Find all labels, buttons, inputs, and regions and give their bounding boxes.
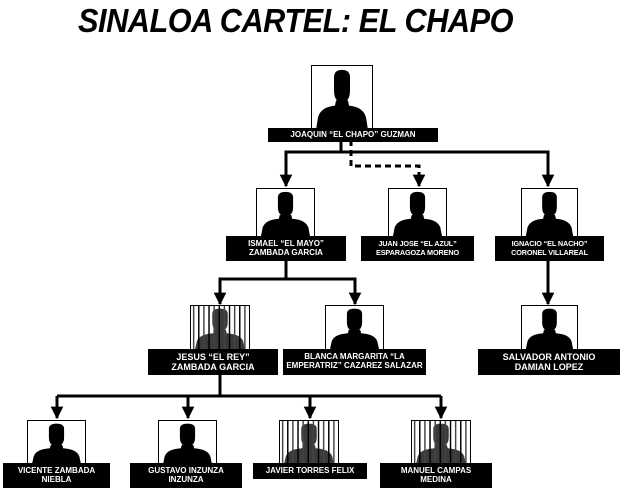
jail-bar [228, 306, 231, 350]
silhouette-icon [192, 306, 246, 350]
label-azul: JUAN JOSE “EL AZUL”ESPARAGOZA MORENO [361, 236, 474, 261]
label-line: VICENTE ZAMBADA [17, 465, 96, 475]
label-rey: JESUS “EL REY”ZAMBADA GARCIA [148, 349, 278, 375]
silhouette-icon [329, 308, 380, 350]
jail-bar [302, 421, 304, 465]
label-chapo: JOAQUIN “EL CHAPO” GUZMAN [268, 128, 438, 142]
label-line: ZAMBADA GARCIA [249, 247, 323, 257]
jail-bar [213, 306, 215, 350]
label-line: EMPERATRIZ” CAZAREZ SALAZAR [286, 361, 423, 370]
jail-bar [322, 421, 325, 465]
jail-bar [239, 306, 241, 350]
label-line: CORONEL VILLAREAL [511, 247, 588, 257]
jail-bar [281, 421, 284, 465]
photo-nacho [521, 188, 578, 238]
jail-bar [413, 421, 416, 465]
jail-bar [192, 306, 195, 350]
photo-manuel [411, 420, 471, 466]
jail-bar [424, 421, 426, 465]
photo-mayo [256, 188, 315, 238]
silhouette-icon [316, 69, 368, 130]
jail-bar [223, 306, 226, 350]
label-line: ZAMBADA GARCIA [171, 362, 255, 372]
label-javier: JAVIER TORRES FELIX [253, 463, 367, 479]
edge-mayo-blanca [286, 277, 362, 306]
label-line: DAMIAN LOPEZ [514, 362, 584, 372]
label-line: ISMAEL “EL MAYO” [248, 238, 324, 248]
jail-bar [317, 421, 320, 465]
jail-bar [307, 421, 309, 465]
silhouette-icon [525, 191, 574, 237]
silhouette-icon [162, 423, 213, 465]
label-line: JOAQUIN “EL CHAPO” GUZMAN [290, 129, 416, 139]
silhouette-icon [260, 191, 311, 237]
edge-mayo-rey [213, 261, 288, 306]
jail-bar [292, 421, 294, 465]
photo-blanca [325, 305, 384, 351]
jail-bar [203, 306, 205, 350]
label-line: IGNACIO “EL NACHO” [511, 239, 588, 249]
photo-javier [279, 420, 339, 466]
edge-chapo-mayo [279, 140, 343, 188]
label-line: MANUEL CAMPAS [400, 465, 472, 475]
jail-bar [208, 306, 210, 350]
label-line: JESUS “EL REY” [176, 351, 250, 362]
jail-bar [333, 421, 335, 465]
jail-bar [419, 421, 421, 465]
jail-bar [233, 306, 236, 350]
jail-bar [465, 421, 467, 465]
jail-bar [218, 306, 220, 350]
jail-bar [198, 306, 200, 350]
label-line: ESPARAGOZA MORENO [376, 247, 459, 257]
edge-rey-children [57, 374, 441, 398]
silhouette-icon [281, 421, 335, 465]
label-line: BLANCA MARGARITA “LA [304, 352, 405, 362]
jail-bar [297, 421, 299, 465]
label-nacho: IGNACIO “EL NACHO”CORONEL VILLAREAL [495, 236, 604, 261]
silhouette-icon [525, 308, 574, 350]
jail-bar [454, 421, 457, 465]
jail-bar [434, 421, 436, 465]
jail-bar [312, 421, 315, 465]
jail-bar [444, 421, 447, 465]
jail-bar [287, 421, 289, 465]
label-line: INZUNZA [168, 474, 204, 484]
jail-bar [429, 421, 431, 465]
jail-bar [460, 421, 462, 465]
label-line: GUSTAVO INZUNZA [148, 465, 224, 475]
label-line: JAVIER TORRES FELIX [265, 465, 355, 475]
photo-vicente [27, 420, 86, 466]
diagram-title: SINALOA CARTEL: EL CHAPO [78, 2, 514, 39]
jail-bar [328, 421, 330, 465]
label-line: NIEBLA [41, 474, 72, 484]
label-line: SALVADOR ANTONIO [502, 351, 596, 362]
jail-bar [439, 421, 441, 465]
edge-chapo-nacho [339, 140, 555, 188]
jail-bar [449, 421, 452, 465]
photo-salvador [521, 305, 578, 351]
silhouette-icon [392, 191, 443, 237]
silhouette-icon [413, 421, 467, 465]
label-mayo: ISMAEL “EL MAYO”ZAMBADA GARCIA [226, 236, 346, 261]
label-line: JUAN JOSE “EL AZUL” [378, 239, 457, 249]
photo-chapo [311, 65, 373, 131]
photo-azul [388, 188, 447, 238]
edge-chapo-azul [349, 140, 426, 188]
photo-gustavo [158, 420, 217, 466]
photo-rey [190, 305, 250, 351]
silhouette-icon [31, 423, 82, 465]
label-line: MEDINA [420, 474, 452, 484]
jail-bar [244, 306, 246, 350]
